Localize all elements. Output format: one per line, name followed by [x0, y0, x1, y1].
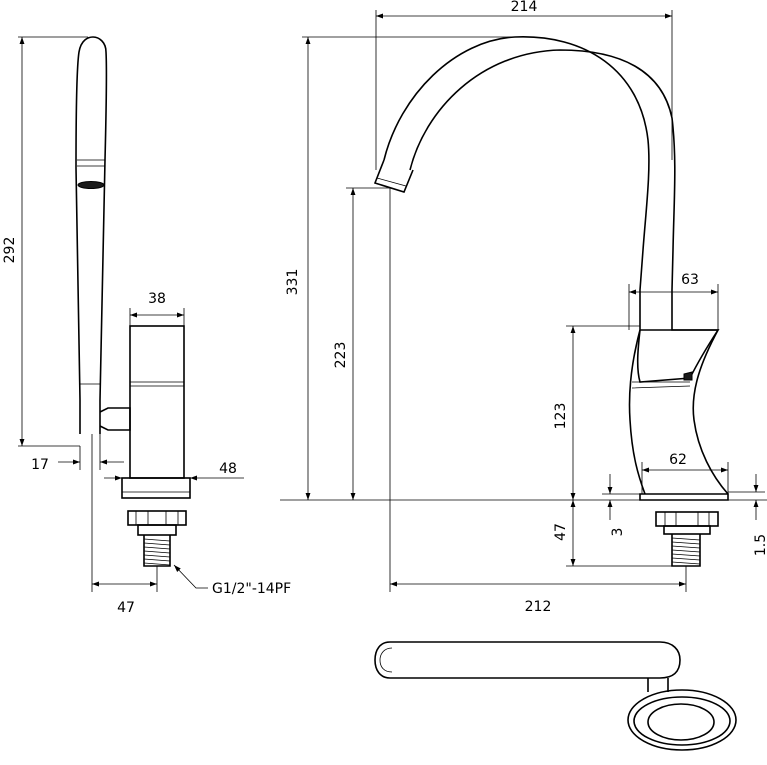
lever-ring [77, 181, 105, 189]
dim-223: 223 [333, 342, 349, 369]
dim-212: 212 [525, 599, 552, 615]
front-thread-lines [671, 537, 701, 565]
dim-1-5: 1.5 [753, 534, 767, 556]
valve-body-band [130, 381, 184, 387]
dim-214: 214 [511, 0, 538, 15]
dim-47-shank: 47 [553, 523, 569, 541]
thread-label: G1/2"-14PF [212, 581, 291, 597]
side-nut-lines [135, 511, 179, 525]
front-body-right [671, 290, 729, 495]
dim-3: 3 [610, 528, 626, 537]
top-neck [647, 678, 669, 692]
side-base-plate [121, 477, 191, 499]
side-nut [127, 510, 187, 526]
side-washer [137, 524, 177, 536]
top-spout [374, 641, 681, 679]
spout-inner [409, 49, 676, 291]
front-handle-mark [683, 371, 693, 381]
dim-331: 331 [285, 269, 301, 296]
front-washer [663, 525, 711, 535]
lever-connector [99, 407, 131, 431]
top-view [374, 641, 737, 751]
lever-handle [75, 36, 108, 434]
front-nut-lines [664, 512, 710, 526]
dim-47-bottom: 47 [117, 600, 135, 616]
front-body [628, 290, 646, 495]
side-thread-lines [143, 538, 171, 566]
dim-62: 62 [669, 452, 687, 468]
side-view: 292 38 17 48 47 G1/2"-14PF [2, 36, 291, 616]
dim-48: 48 [219, 461, 237, 477]
lever-band [77, 159, 105, 167]
front-base-plate [639, 493, 729, 501]
spout-tip-edge [376, 177, 407, 187]
front-handle-band [631, 381, 691, 389]
dim-17: 17 [31, 457, 49, 473]
dim-123: 123 [553, 403, 569, 430]
valve-body [129, 325, 185, 479]
dim-38: 38 [148, 291, 166, 307]
top-cap [647, 703, 715, 741]
spout-outer [383, 36, 650, 291]
top-spout-inner [379, 647, 393, 673]
dim-63: 63 [681, 272, 699, 288]
spout-tip [373, 159, 414, 193]
front-view: 214 331 223 63 123 47 62 3 1.5 [280, 0, 767, 615]
top-base-outer [627, 689, 737, 751]
top-base-ring [633, 696, 731, 746]
dim-292: 292 [2, 237, 18, 264]
